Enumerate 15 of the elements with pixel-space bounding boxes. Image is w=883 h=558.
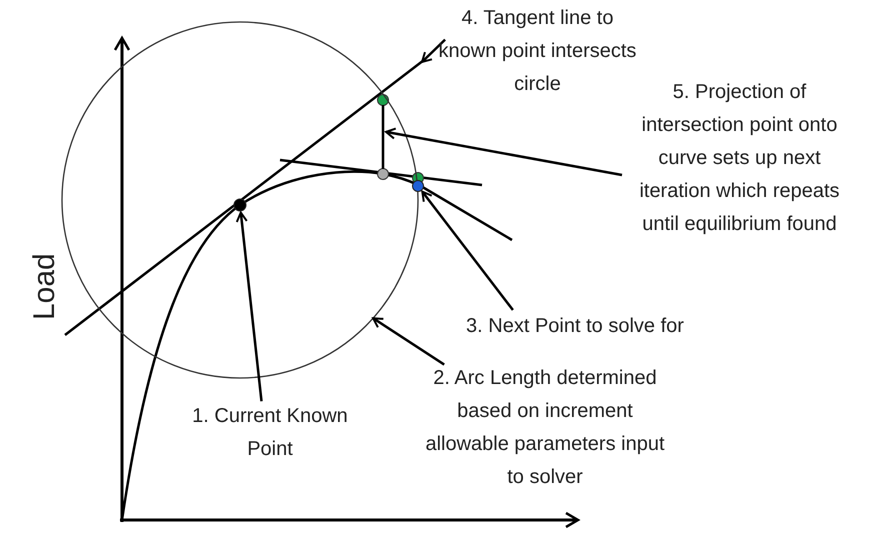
arc-length-circle [61,21,419,379]
leader-line [385,128,622,176]
axis-label: Load [28,253,62,320]
leader-line [421,190,514,311]
callout-text: 3. Next Point to solve for [465,314,685,339]
projection-line [382,105,384,169]
leader-line [372,317,445,366]
callout-text: 1. Current Known Point [191,404,349,462]
leader-line [421,38,446,63]
leader-line [236,212,263,402]
callout-text: 4. Tangent line to known point intersects circle [438,6,638,97]
current-point-dot [234,198,246,212]
next-point-dot [412,180,424,192]
callout-text: 5. Projection of intersection point onto curve sets up next iteration which repeats until equilibrium found [638,80,841,237]
callout-text: 2. Arc Length determined based on increment allowable parameters input to solver [425,366,665,490]
